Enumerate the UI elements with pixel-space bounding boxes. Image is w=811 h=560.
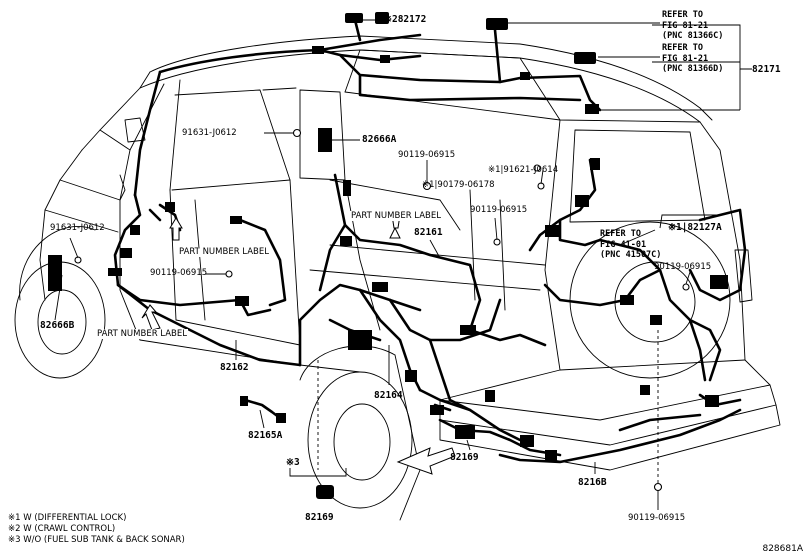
bolt-90119-a-label: 90119-06915 (398, 150, 456, 160)
reference-81366d: REFER TO FIG 81-21 (PNC 81366D) (662, 43, 723, 75)
part-82165a-label: 82165A (248, 430, 283, 441)
bolt-90119-b-label: 90119-06915 (470, 205, 528, 215)
reference-line: REFER TO (662, 10, 703, 20)
bolt-90179-label: ※1|90179-06178 (422, 180, 495, 190)
legend-note-2: ※2 W (CRAWL CONTROL) (8, 524, 116, 534)
part-number-label-note-front: PART NUMBER LABEL (178, 247, 270, 257)
reference-line: FIG 41-01 (600, 239, 647, 250)
wire-harness-group (113, 18, 747, 464)
legend-note-1: ※1 W (DIFFERENTIAL LOCK) (8, 513, 127, 523)
part-82161-label: 82161 (414, 227, 443, 238)
mark-note-2: ※2 (384, 14, 398, 25)
bolt-91631-top-label: 91631-J0612 (182, 128, 237, 138)
reference-line: (PNC 41507C) (600, 250, 662, 260)
reference-line: (PNC 81366D) (662, 64, 724, 74)
connector-group (48, 12, 728, 499)
figure-id: 828681A (762, 544, 803, 554)
mark-note-1: ※1 (422, 180, 435, 190)
part-82172-label: ※282172 (384, 14, 426, 25)
bolt-90119-c-label: 90119-06915 (654, 262, 712, 272)
part-82164-label: 82164 (374, 390, 403, 401)
part-number-label-note-rear: PART NUMBER LABEL (350, 211, 442, 221)
bolt-91631-left-label: 91631-J0612 (50, 223, 105, 233)
bolt-group (74, 128, 690, 492)
mark-note-1: ※1 (488, 165, 501, 175)
bolt-91621-label: ※1|91621-J0614 (488, 165, 559, 175)
bolt-90119-d-label: 90119-06915 (150, 268, 208, 278)
part-number-label-note-side: PART NUMBER LABEL (96, 329, 188, 339)
part-82666a-label: 82666A (362, 134, 397, 145)
vehicle-body-outline (14, 35, 781, 521)
leader-lines (54, 19, 752, 510)
part-82666b-label: 82666B (40, 320, 75, 331)
bolt-91621-number: 91621-J0614 (503, 165, 559, 175)
part-8216b-label: 8216B (578, 477, 607, 488)
reference-line: REFER TO (662, 43, 703, 53)
mark-note-3-label: ※3 (286, 457, 300, 468)
reference-line: FIG 81-21 (662, 20, 709, 31)
bolt-90119-e-label: 90119-06915 (628, 513, 686, 523)
part-82162-label: 82162 (220, 362, 249, 373)
part-82127a-label: ※1|82127A (668, 222, 722, 233)
mark-note-1: ※1 (668, 222, 682, 233)
reference-81366c: REFER TO FIG 81-21 (PNC 81366C) (662, 10, 723, 42)
reference-line: (PNC 81366C) (662, 31, 724, 41)
reference-41507c: REFER TO FIG 41-01 (PNC 41507C) (600, 229, 661, 261)
reference-line: FIG 81-21 (662, 53, 709, 64)
part-82127a-number: 82127A (687, 222, 722, 233)
part-82169-lower-label: 82169 (305, 512, 334, 523)
part-82172-number: 82172 (397, 14, 427, 25)
legend-note-3: ※3 W/O (FUEL SUB TANK & BACK SONAR) (8, 535, 185, 545)
reference-line: REFER TO (600, 229, 641, 239)
bolt-90179-number: 90179-06178 (437, 180, 495, 190)
part-82171-label: 82171 (752, 64, 781, 75)
part-82169-upper-label: 82169 (450, 452, 479, 463)
